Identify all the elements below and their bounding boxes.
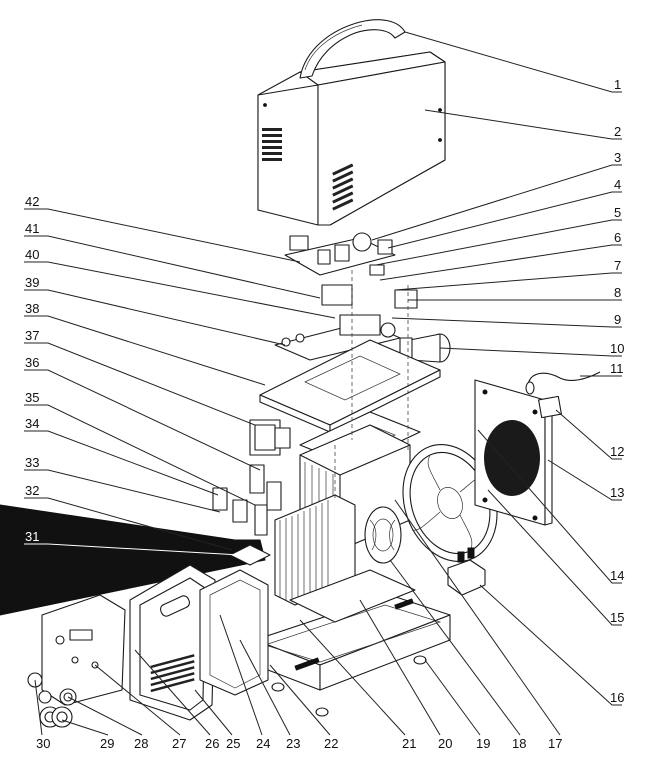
part-label: 41 — [25, 221, 39, 236]
part-label: 30 — [36, 736, 50, 751]
rubber-feet — [271, 655, 427, 717]
part-label: 37 — [25, 328, 39, 343]
cooling-fan-large — [402, 444, 498, 562]
part-label: 11 — [610, 361, 624, 376]
front-panel-frame — [129, 564, 216, 721]
control-board-middle — [274, 284, 418, 361]
part-label: 31 — [25, 529, 39, 544]
knobs-and-connectors — [27, 672, 77, 728]
part-number-labels: 1 2 3 4 5 6 7 8 9 10 11 12 13 14 15 16 1… — [25, 77, 624, 751]
transformer — [249, 419, 291, 456]
small-fan — [364, 506, 402, 564]
part-label: 22 — [324, 736, 338, 751]
front-plate — [41, 594, 126, 706]
control-board-upper — [284, 232, 396, 276]
part-label: 18 — [512, 736, 526, 751]
front-inner-frame — [199, 569, 269, 696]
part-label: 27 — [172, 736, 186, 751]
part-label: 36 — [25, 355, 39, 370]
brackets — [212, 464, 282, 536]
part-label: 16 — [610, 690, 624, 705]
part-label: 8 — [614, 285, 621, 300]
part-label: 13 — [610, 485, 624, 500]
part-label: 24 — [256, 736, 270, 751]
diamond-highlight — [229, 544, 271, 566]
part-label: 42 — [25, 194, 39, 209]
part-label: 26 — [205, 736, 219, 751]
part-label: 21 — [402, 736, 416, 751]
part-label: 14 — [610, 568, 624, 583]
assembly-guide-lines — [334, 270, 409, 500]
part-label: 40 — [25, 247, 39, 262]
part-label: 3 — [614, 150, 621, 165]
part-label: 19 — [476, 736, 490, 751]
part-label: 12 — [610, 444, 624, 459]
part-label: 25 — [226, 736, 240, 751]
part-label: 32 — [25, 483, 39, 498]
black-shadow-wedge — [0, 504, 266, 616]
part-label: 17 — [548, 736, 562, 751]
part-label: 35 — [25, 390, 39, 405]
part-label: 23 — [286, 736, 300, 751]
mounting-plate — [259, 339, 441, 433]
part-label: 2 — [614, 124, 621, 139]
part-label: 33 — [25, 455, 39, 470]
part-label: 7 — [614, 258, 621, 273]
part-label: 38 — [25, 301, 39, 316]
part-label: 4 — [614, 177, 621, 192]
part-label: 39 — [25, 275, 39, 290]
top-cover-with-handle — [257, 19, 446, 226]
part-label: 34 — [25, 416, 39, 431]
part-label: 6 — [614, 230, 621, 245]
base-chassis — [254, 569, 451, 691]
part-label: 9 — [614, 312, 621, 327]
output-terminal-block — [447, 547, 486, 596]
part-label: 20 — [438, 736, 452, 751]
part-label: 1 — [614, 77, 621, 92]
part-label: 15 — [610, 610, 624, 625]
power-cable-and-switch — [525, 371, 601, 419]
leader-lines — [24, 31, 622, 736]
part-label: 5 — [614, 205, 621, 220]
part-label: 28 — [134, 736, 148, 751]
part-label: 10 — [610, 341, 624, 356]
part-label: 29 — [100, 736, 114, 751]
